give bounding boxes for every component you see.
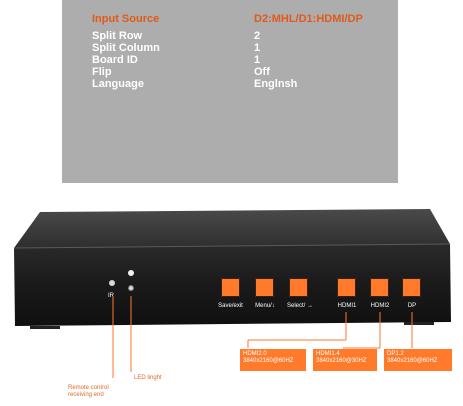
hdmi1-spec-callout: HDMI2.0 3840x2160@60HZ [240,349,306,371]
ir-receiver-icon [109,280,115,286]
osd-row-label: Split Column [92,42,160,54]
caption-line1: Remote control [68,385,109,391]
osd-row-label: Language [92,78,144,90]
remote-control-caption: Remote control receiving end [68,385,109,399]
hdmi2-spec-callout: HDMI1.4 3840x2160@30HZ [313,349,377,371]
hdmi1-label: HDMI1 [337,303,357,309]
osd-menu-screen: Input Source D2:MHL/D1:HDMI/DP Split Row… [62,0,398,183]
device-top-face [14,209,450,248]
hdmi2-label: HDMI2 [370,303,390,309]
dp-spec-callout: DP1.2 3840x2160@60HZ [384,349,452,371]
callout-line2: 3840x2160@60HZ [243,358,294,364]
led-indicator-icon [128,270,134,276]
osd-row-value: 1 [254,42,261,54]
callout-line1: HDMI1.4 [316,351,340,357]
osd-row-value: D2:MHL/D1:HDMI/DP [254,13,363,25]
dp-button[interactable] [402,278,421,297]
hdmi2-button[interactable] [370,278,389,297]
osd-row-label: Input Source [92,13,160,25]
hdmi1-button[interactable] [337,278,356,297]
brightness-icon: ✺ [127,284,135,293]
led-light-caption: LED linght [134,375,162,381]
osd-row-label: Split Row [92,30,143,42]
osd-row-value: Englnsh [254,78,298,90]
callout-line2: 3840x2160@60HZ [387,358,438,364]
select-right-label: Select/ → [286,303,313,309]
callout-line1: DP1.2 [387,351,404,357]
caption-line2: receiving end [68,392,104,398]
osd-row-value: 2 [254,30,261,42]
ir-label: IR [108,293,114,299]
osd-row-value: 1 [254,54,261,66]
callout-line2: 3840x2160@30HZ [316,358,367,364]
dp-label: DP [407,303,417,309]
callout-line1: HDMI2.0 [243,351,267,357]
save-exit-label: Save/exit [218,303,243,309]
save-exit-button[interactable] [221,278,240,297]
select-right-button[interactable] [289,278,308,297]
menu-down-button[interactable] [255,278,274,297]
osd-row-label: Board ID [92,54,138,66]
menu-down-label: Menu/↓ [255,303,275,309]
osd-row-value: Off [254,66,270,78]
osd-row-label: Flip [92,66,112,78]
